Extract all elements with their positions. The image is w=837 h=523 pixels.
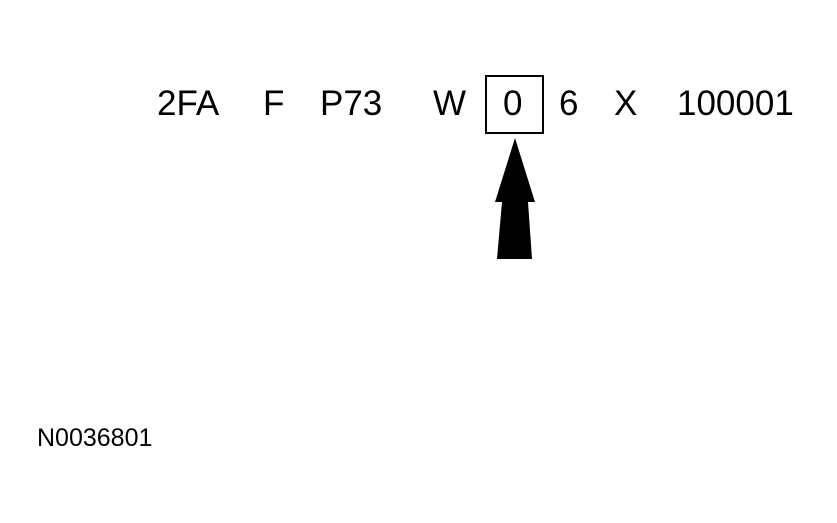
figure-id: N0036801	[37, 424, 153, 452]
vin-segment-serial: 100001	[677, 84, 794, 123]
highlight-box	[485, 75, 544, 134]
vin-segment-restraint: F	[263, 84, 285, 123]
arrow-up-icon	[495, 138, 535, 259]
vin-segment-plant: X	[614, 84, 638, 123]
vin-segment-engine: W	[433, 84, 467, 123]
vin-segment-wmi: 2FA	[157, 84, 220, 123]
vin-segment-model-year: 6	[559, 84, 579, 123]
vin-segment-check-digit: 0	[503, 84, 523, 123]
vin-segment-line-series-body: P73	[320, 84, 383, 123]
